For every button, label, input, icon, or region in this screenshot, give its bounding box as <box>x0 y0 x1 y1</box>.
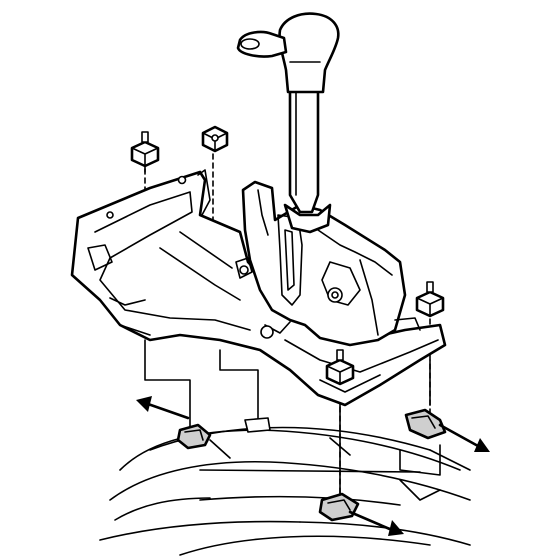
removal-arrow-1 <box>136 396 190 420</box>
removal-arrow-2 <box>438 423 490 452</box>
nut-2 <box>201 125 229 153</box>
clip-1 <box>176 423 212 450</box>
shift-housing <box>235 180 421 347</box>
removal-arrow-3 <box>348 510 404 536</box>
nut-1 <box>130 131 160 173</box>
nut-3 <box>325 349 355 386</box>
clip-4 <box>244 417 271 433</box>
shift-knob <box>236 12 340 94</box>
floor-panel <box>99 426 471 556</box>
shift-lever <box>283 83 332 234</box>
guide-lines <box>144 339 441 501</box>
nut-4 <box>415 281 445 318</box>
clip-2 <box>404 408 447 440</box>
clip-3 <box>318 492 360 522</box>
